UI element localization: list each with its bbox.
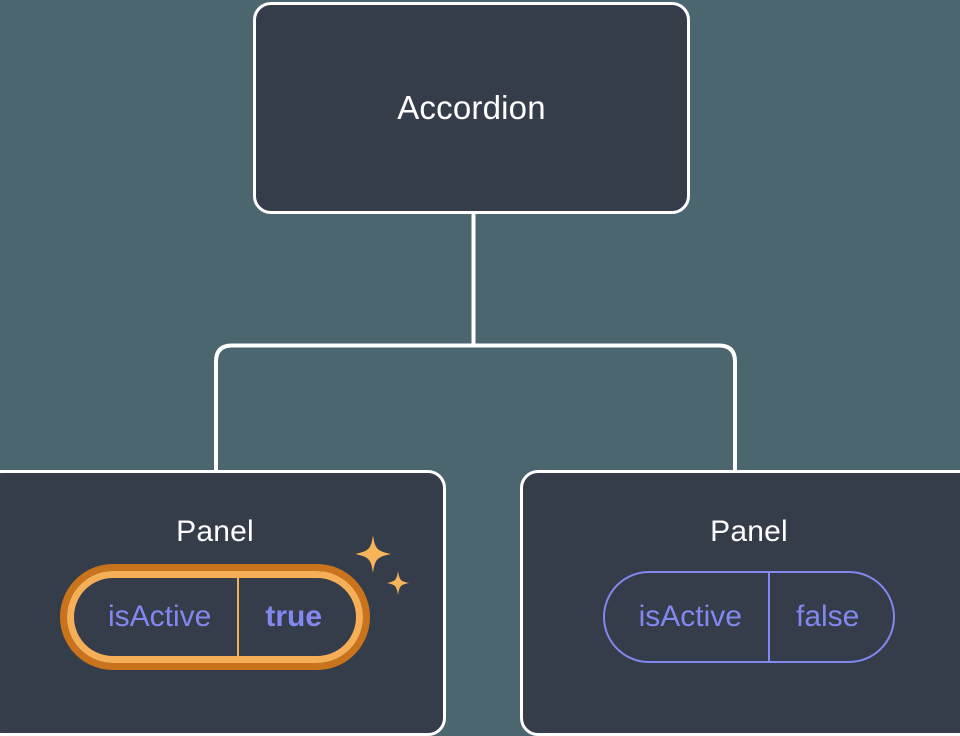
prop-pill-isactive-false[interactable]: isActive false xyxy=(602,571,896,663)
node-panel-inactive-title: Panel xyxy=(710,515,788,548)
node-panel-active[interactable]: Panel isActive true xyxy=(0,470,446,736)
node-panel-inactive[interactable]: Panel isActive false xyxy=(520,470,960,736)
prop-name-label: isActive xyxy=(107,600,212,633)
prop-pill-isactive-true[interactable]: isActive true xyxy=(66,571,364,663)
sparkle-large-icon xyxy=(355,535,392,573)
connector-branch-right xyxy=(473,343,737,470)
node-panel-active-content: Panel isActive true xyxy=(0,473,443,733)
node-panel-inactive-content: Panel isActive false xyxy=(523,473,960,733)
prop-pill-inactive-wrap: isActive false xyxy=(602,571,896,663)
prop-pill-active-wrap: isActive true xyxy=(66,535,410,663)
prop-value-label: true xyxy=(237,578,356,656)
node-panel-active-title: Panel xyxy=(176,515,254,548)
node-accordion-title: Accordion xyxy=(397,89,546,126)
sparkle-small-icon xyxy=(387,571,410,595)
connector-branch-left xyxy=(214,343,474,470)
prop-value-label: false xyxy=(767,573,893,661)
sparkle-group xyxy=(355,535,410,595)
node-accordion[interactable]: Accordion xyxy=(253,2,690,214)
prop-name-label: isActive xyxy=(638,600,742,633)
